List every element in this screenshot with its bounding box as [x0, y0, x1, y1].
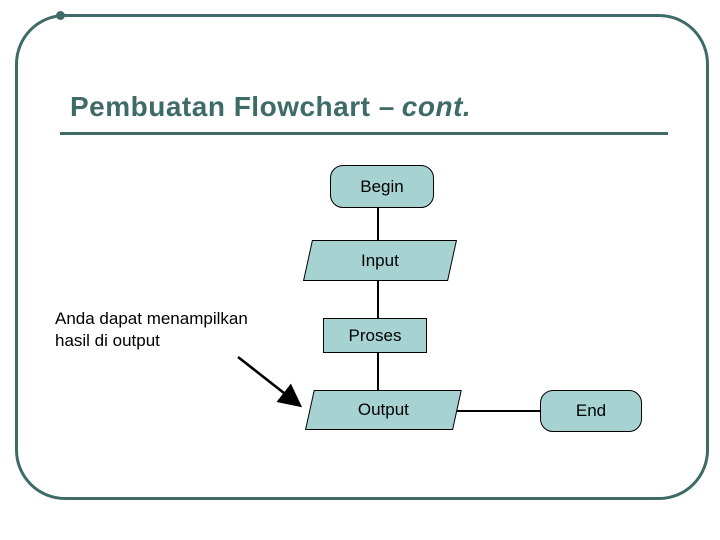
- title-underline: [60, 132, 668, 135]
- connector-output-end: [457, 410, 541, 412]
- annotation-line-1: Anda dapat menampilkan: [55, 309, 248, 328]
- annotation-arrow-icon: [237, 355, 303, 408]
- flowchart-node-output: Output: [305, 390, 462, 430]
- flowchart-node-output-label: Output: [357, 400, 409, 419]
- connector-proses-output: [377, 353, 379, 390]
- slide-title-main: Pembuatan Flowchart –: [70, 91, 395, 122]
- slide-border: [15, 14, 709, 500]
- flowchart-node-begin-label: Begin: [360, 176, 404, 196]
- flowchart-node-input-label: Input: [361, 250, 399, 270]
- flowchart-node-end: End: [540, 390, 642, 432]
- slide-title: Pembuatan Flowchart –cont.: [70, 91, 471, 123]
- annotation-text: Anda dapat menampilkan hasil di output: [55, 308, 248, 352]
- flowchart-node-input: Input: [303, 240, 458, 281]
- slide-title-cont: cont.: [401, 91, 472, 122]
- annotation-line-2: hasil di output: [55, 331, 160, 350]
- flowchart-node-begin: Begin: [330, 165, 434, 208]
- flowchart-node-proses-label: Proses: [348, 325, 402, 345]
- border-ornament-dot: [56, 11, 65, 20]
- flowchart-node-end-label: End: [575, 401, 607, 420]
- flowchart-node-proses: Proses: [323, 318, 427, 353]
- connector-begin-input: [377, 208, 379, 241]
- connector-input-proses: [377, 281, 379, 318]
